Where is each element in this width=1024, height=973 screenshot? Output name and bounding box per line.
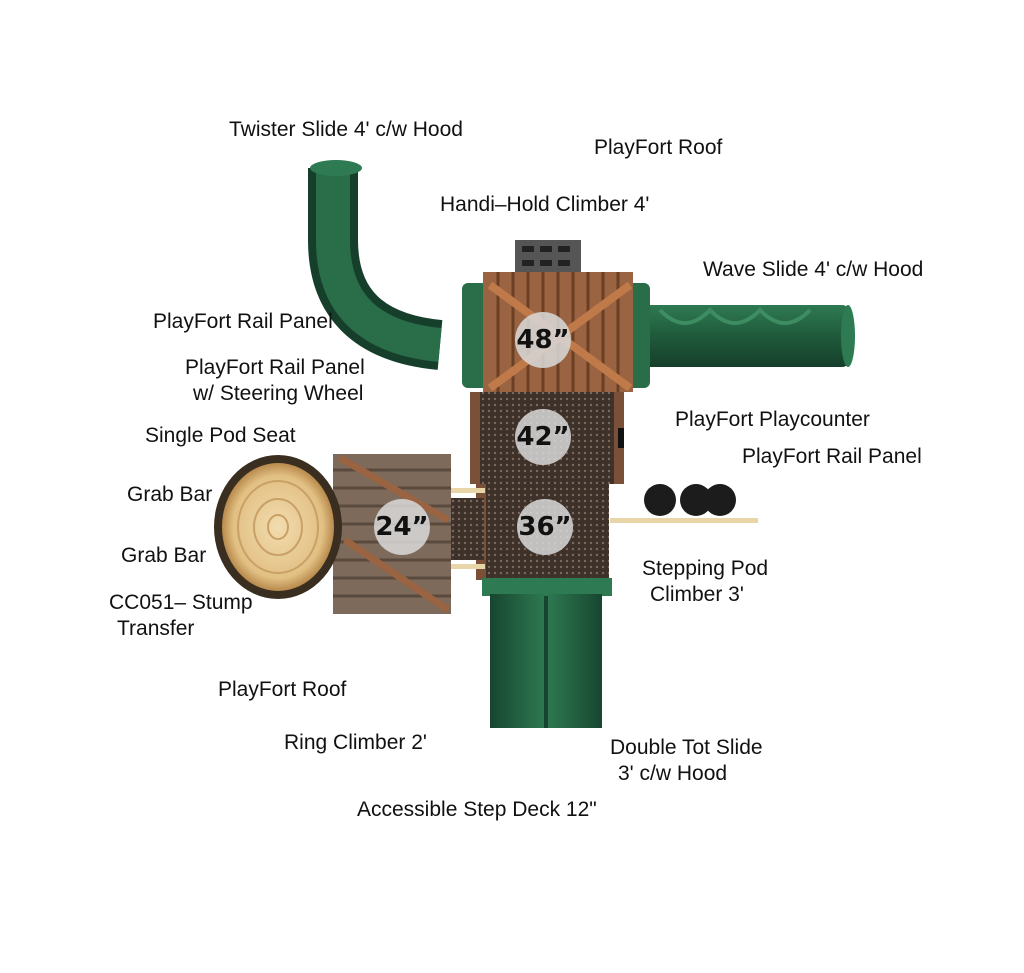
label-twister-slide: Twister Slide 4' c/w Hood [229, 118, 463, 141]
accessible-step-deck [450, 498, 484, 560]
label-double-tot-line2: 3' c/w Hood [618, 762, 728, 785]
label-playcounter: PlayFort Playcounter [675, 408, 870, 431]
wave-slide [630, 305, 855, 367]
label-rail-panel-1: PlayFort Rail Panel [153, 310, 333, 333]
label-single-pod-seat: Single Pod Seat [145, 424, 296, 447]
svg-text:36”: 36” [518, 512, 571, 542]
label-stump-line2: Transfer [117, 617, 195, 640]
label-ring-climber: Ring Climber 2' [284, 731, 427, 754]
label-wave-slide: Wave Slide 4' c/w Hood [703, 258, 924, 281]
label-stepping-pod-climber: Stepping Pod Climber 3' [642, 556, 768, 608]
deck-height-48: 48” [515, 312, 571, 368]
deck-height-42: 42” [515, 409, 571, 465]
label-stump-transfer: CC051– Stump Transfer [109, 590, 253, 642]
double-tot-slide [482, 578, 612, 728]
label-rail-panel-right: PlayFort Rail Panel [742, 445, 922, 468]
label-stepping-pod-line2: Climber 3' [650, 583, 744, 606]
label-stump-line1: CC051– Stump [109, 591, 253, 614]
deck-height-24: 24” [374, 499, 430, 555]
label-grab-bar-2: Grab Bar [121, 544, 207, 567]
label-accessible-step-deck: Accessible Step Deck 12" [357, 798, 597, 821]
stump-transfer [214, 455, 342, 599]
label-grab-bar-1: Grab Bar [127, 483, 213, 506]
label-double-tot-slide: Double Tot Slide 3' c/w Hood [610, 735, 763, 787]
label-roof-top: PlayFort Roof [594, 136, 723, 159]
svg-text:24”: 24” [375, 512, 428, 542]
svg-text:48”: 48” [516, 325, 569, 355]
twister-slide [308, 160, 443, 370]
label-double-tot-line1: Double Tot Slide [610, 736, 763, 759]
label-stepping-pod-line1: Stepping Pod [642, 557, 769, 580]
label-rail-panel-steering-line1: PlayFort Rail Panel [185, 356, 365, 379]
label-rail-panel-steering: PlayFort Rail Panel w/ Steering Wheel [185, 355, 365, 407]
handi-hold-climber [515, 240, 581, 278]
svg-text:42”: 42” [516, 422, 569, 452]
stepping-pod-climber [610, 484, 758, 523]
deck-height-36: 36” [517, 499, 573, 555]
label-rail-panel-steering-line2: w/ Steering Wheel [193, 382, 364, 405]
label-handi-hold-climber: Handi–Hold Climber 4' [440, 193, 650, 216]
label-roof-bottom: PlayFort Roof [218, 678, 347, 701]
